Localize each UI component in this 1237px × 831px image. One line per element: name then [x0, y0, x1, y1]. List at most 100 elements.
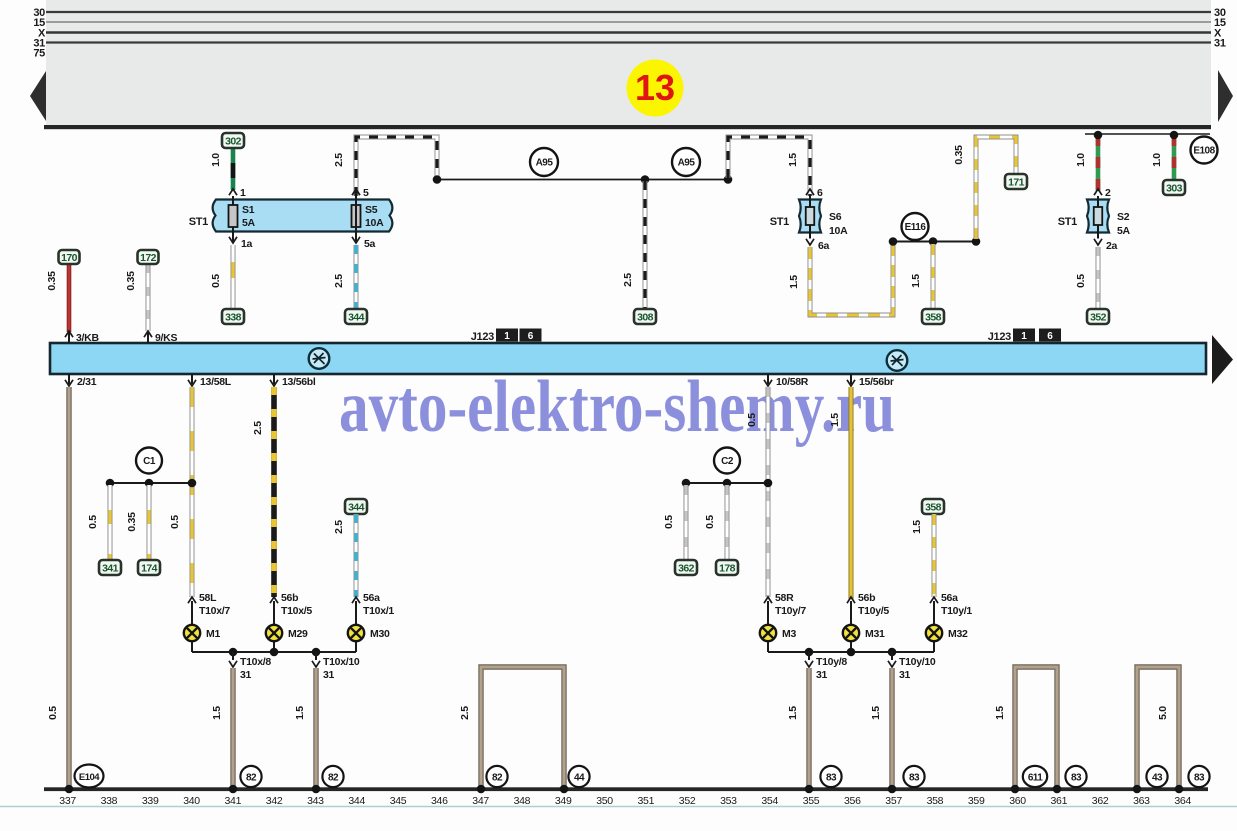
- svg-text:2/31: 2/31: [77, 376, 97, 388]
- svg-text:352: 352: [1090, 311, 1106, 323]
- svg-text:178: 178: [719, 562, 735, 574]
- svg-text:S1: S1: [242, 204, 255, 216]
- svg-text:0.5: 0.5: [169, 515, 181, 529]
- svg-text:43: 43: [1152, 772, 1163, 783]
- svg-text:340: 340: [183, 795, 200, 807]
- svg-text:359: 359: [968, 795, 985, 807]
- svg-text:0.35: 0.35: [953, 145, 965, 165]
- svg-text:302: 302: [225, 135, 241, 147]
- svg-text:2.5: 2.5: [333, 520, 345, 534]
- svg-text:2a: 2a: [1106, 240, 1118, 252]
- svg-text:5A: 5A: [1117, 225, 1131, 237]
- svg-text:1.5: 1.5: [211, 706, 223, 720]
- svg-text:341: 341: [224, 795, 241, 807]
- svg-text:X: X: [38, 28, 46, 40]
- svg-text:358: 358: [925, 501, 941, 513]
- svg-text:31: 31: [816, 669, 828, 681]
- svg-text:0.5: 0.5: [1075, 274, 1087, 288]
- svg-text:10A: 10A: [365, 217, 384, 229]
- svg-text:M32: M32: [948, 628, 968, 640]
- svg-text:2.5: 2.5: [333, 274, 345, 288]
- svg-text:A95: A95: [678, 158, 696, 169]
- svg-text:83: 83: [1194, 772, 1205, 783]
- svg-text:T10y/1: T10y/1: [941, 605, 972, 617]
- svg-text:347: 347: [472, 795, 489, 807]
- svg-text:611: 611: [1028, 772, 1043, 783]
- svg-text:1.5: 1.5: [911, 520, 923, 534]
- svg-text:0.35: 0.35: [46, 271, 58, 291]
- svg-text:31: 31: [323, 669, 335, 681]
- svg-text:0.5: 0.5: [210, 274, 222, 288]
- svg-text:1.0: 1.0: [1151, 153, 1163, 167]
- svg-text:M31: M31: [865, 628, 885, 640]
- svg-text:C1: C1: [143, 456, 156, 467]
- svg-text:M29: M29: [288, 628, 308, 640]
- svg-text:362: 362: [678, 562, 694, 574]
- svg-text:1.5: 1.5: [910, 274, 922, 288]
- svg-text:2.5: 2.5: [622, 273, 634, 287]
- svg-text:2.5: 2.5: [459, 706, 471, 720]
- svg-text:344: 344: [348, 311, 364, 323]
- svg-text:1.5: 1.5: [994, 706, 1006, 720]
- svg-text:2: 2: [1105, 187, 1111, 199]
- svg-text:13/56bl: 13/56bl: [282, 376, 316, 388]
- svg-text:9/KS: 9/KS: [155, 332, 177, 344]
- svg-text:ST1: ST1: [770, 216, 789, 228]
- svg-text:5a: 5a: [364, 238, 376, 250]
- svg-text:174: 174: [141, 562, 157, 574]
- svg-text:1.5: 1.5: [787, 153, 799, 167]
- svg-text:T10y/7: T10y/7: [775, 605, 806, 617]
- svg-text:353: 353: [720, 795, 737, 807]
- svg-text:58R: 58R: [775, 592, 794, 604]
- svg-text:31: 31: [899, 669, 911, 681]
- svg-text:350: 350: [596, 795, 613, 807]
- svg-text:13: 13: [635, 67, 675, 108]
- svg-text:361: 361: [1050, 795, 1067, 807]
- svg-text:0.5: 0.5: [704, 515, 716, 529]
- svg-text:0.5: 0.5: [663, 515, 675, 529]
- svg-text:338: 338: [225, 311, 241, 323]
- svg-text:A95: A95: [536, 158, 554, 169]
- svg-text:C2: C2: [721, 456, 734, 467]
- svg-text:171: 171: [1008, 176, 1024, 188]
- svg-text:348: 348: [514, 795, 531, 807]
- svg-text:ST1: ST1: [189, 216, 208, 228]
- svg-text:E104: E104: [79, 772, 100, 783]
- svg-text:82: 82: [246, 772, 257, 783]
- svg-text:83: 83: [1071, 772, 1082, 783]
- svg-text:56b: 56b: [281, 592, 298, 604]
- svg-text:0.5: 0.5: [746, 413, 758, 427]
- svg-text:303: 303: [1166, 182, 1182, 194]
- svg-text:170: 170: [61, 252, 77, 264]
- svg-text:364: 364: [1174, 795, 1191, 807]
- svg-text:6a: 6a: [818, 240, 830, 252]
- svg-text:345: 345: [390, 795, 407, 807]
- svg-text:E116: E116: [905, 222, 927, 233]
- svg-text:10A: 10A: [829, 225, 848, 237]
- svg-text:15: 15: [1214, 17, 1226, 29]
- svg-text:346: 346: [431, 795, 448, 807]
- svg-text:1.5: 1.5: [294, 706, 306, 720]
- svg-text:339: 339: [142, 795, 159, 807]
- svg-text:6: 6: [817, 187, 823, 199]
- svg-text:S2: S2: [1117, 211, 1130, 223]
- svg-text:5: 5: [363, 187, 369, 199]
- svg-text:15/56br: 15/56br: [859, 376, 894, 388]
- svg-text:337: 337: [59, 795, 76, 807]
- svg-text:344: 344: [348, 795, 365, 807]
- svg-text:31: 31: [33, 38, 45, 50]
- svg-text:M3: M3: [782, 628, 796, 640]
- svg-text:1: 1: [504, 331, 510, 342]
- svg-text:58L: 58L: [199, 592, 217, 604]
- svg-text:44: 44: [574, 772, 585, 783]
- svg-text:T10x/10: T10x/10: [323, 656, 360, 668]
- svg-text:1.0: 1.0: [210, 153, 222, 167]
- svg-text:358: 358: [927, 795, 944, 807]
- svg-text:T10x/5: T10x/5: [281, 605, 312, 617]
- svg-text:31: 31: [1214, 38, 1226, 50]
- svg-text:56a: 56a: [941, 592, 958, 604]
- svg-text:342: 342: [266, 795, 283, 807]
- svg-text:341: 341: [102, 562, 118, 574]
- svg-text:83: 83: [826, 772, 837, 783]
- svg-text:351: 351: [637, 795, 654, 807]
